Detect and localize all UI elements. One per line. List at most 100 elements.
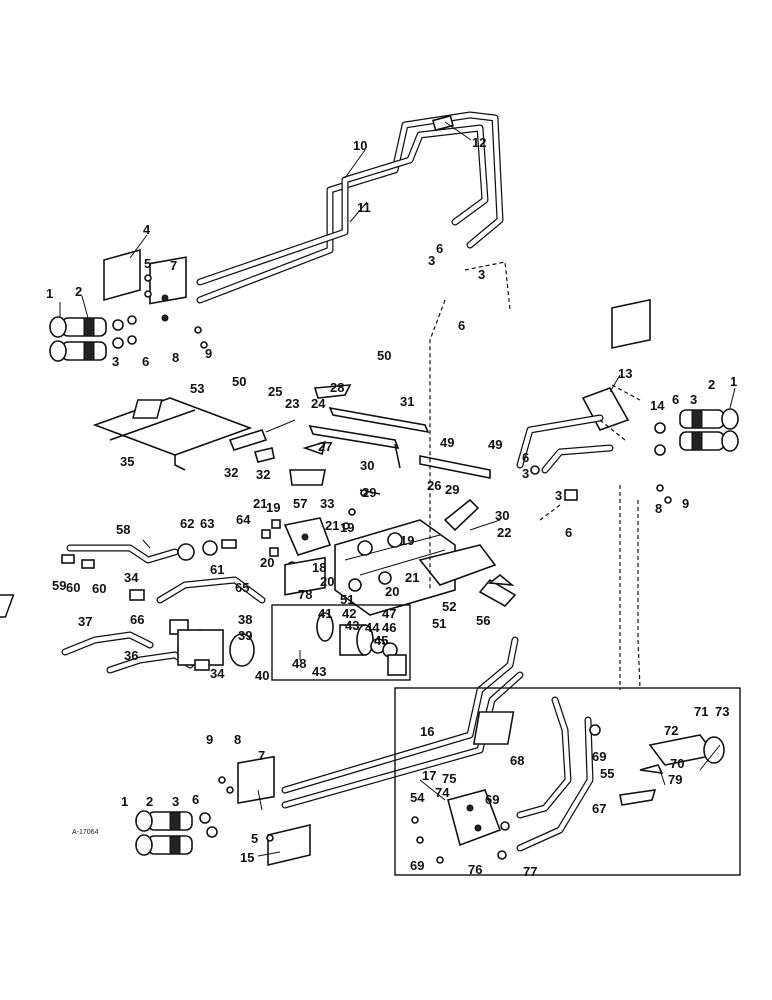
callout-33: 33 <box>320 496 334 511</box>
callout-22: 22 <box>497 525 511 540</box>
auxiliary-valve-detail-box <box>394 687 741 876</box>
callout-65: 65 <box>235 580 249 595</box>
callout-55: 55 <box>600 766 614 781</box>
callout-36: 36 <box>124 648 138 663</box>
callout-39: 39 <box>238 628 252 643</box>
callout-2: 2 <box>708 377 715 392</box>
callout-41: 41 <box>318 606 332 621</box>
callout-19: 19 <box>266 500 280 515</box>
callout-51: 51 <box>340 592 354 607</box>
callout-6: 6 <box>458 318 465 333</box>
callout-20: 20 <box>260 555 274 570</box>
callout-43: 43 <box>345 618 359 633</box>
callout-3: 3 <box>112 354 119 369</box>
callout-7: 7 <box>170 258 177 273</box>
callout-24: 24 <box>311 396 326 411</box>
callout-45: 45 <box>374 633 388 648</box>
callout-6: 6 <box>192 792 199 807</box>
callout-18: 18 <box>312 560 326 575</box>
callout-3: 3 <box>478 267 485 282</box>
callout-56: 56 <box>476 613 490 628</box>
callout-13: 13 <box>618 366 632 381</box>
callout-50: 50 <box>232 374 246 389</box>
callout-21: 21 <box>253 496 267 511</box>
callout-8: 8 <box>655 501 662 516</box>
callout-66: 66 <box>130 612 144 627</box>
callout-32: 32 <box>256 467 270 482</box>
drawing-code: A-17064 <box>72 829 99 836</box>
callout-63: 63 <box>200 516 214 531</box>
callout-6: 6 <box>142 354 149 369</box>
callout-47: 47 <box>382 606 396 621</box>
callout-30: 30 <box>360 458 374 473</box>
callout-48: 48 <box>292 656 306 671</box>
callout-6: 6 <box>436 241 443 256</box>
callout-25: 25 <box>268 384 282 399</box>
callout-52: 52 <box>442 599 456 614</box>
callout-6: 6 <box>565 525 572 540</box>
left-hose-group <box>0 539 266 674</box>
callout-38: 38 <box>238 612 252 627</box>
callout-8: 8 <box>234 732 241 747</box>
callout-53: 53 <box>190 381 204 396</box>
callout-3: 3 <box>172 794 179 809</box>
callout-57: 57 <box>293 496 307 511</box>
callout-37: 37 <box>78 614 92 629</box>
callout-40: 40 <box>255 668 269 683</box>
callout-71: 71 <box>694 704 708 719</box>
callout-50: 50 <box>377 348 391 363</box>
callout-49: 49 <box>440 435 454 450</box>
callout-60: 60 <box>66 580 80 595</box>
callout-34: 34 <box>210 666 225 681</box>
callout-19: 19 <box>340 520 354 535</box>
callout-62: 62 <box>180 516 194 531</box>
upper-left-coupler-group <box>49 248 208 362</box>
callout-72: 72 <box>664 723 678 738</box>
callout-29: 29 <box>445 482 459 497</box>
callout-9: 9 <box>205 346 212 361</box>
callout-29: 29 <box>362 485 376 500</box>
callout-16: 16 <box>420 724 434 739</box>
callout-69: 69 <box>592 749 606 764</box>
callout-6: 6 <box>522 450 529 465</box>
callout-54: 54 <box>410 790 425 805</box>
callout-73: 73 <box>715 704 729 719</box>
callout-3: 3 <box>522 466 529 481</box>
callout-49: 49 <box>488 437 502 452</box>
callout-5: 5 <box>144 256 151 271</box>
callout-1: 1 <box>46 286 53 301</box>
callout-20: 20 <box>385 584 399 599</box>
callout-8: 8 <box>172 350 179 365</box>
callout-1: 1 <box>730 374 737 389</box>
callout-4: 4 <box>143 222 151 237</box>
callout-labels: 12 10 11 4 7 5 1 2 3 6 8 9 6 3 3 6 50 53… <box>46 135 737 879</box>
dashed-connection-lines <box>429 261 641 690</box>
callout-68: 68 <box>510 753 524 768</box>
callout-7: 7 <box>258 748 265 763</box>
callout-2: 2 <box>75 284 82 299</box>
control-valve-assembly <box>261 489 517 616</box>
callout-67: 67 <box>592 801 606 816</box>
callout-74: 74 <box>435 785 450 800</box>
callout-34: 34 <box>124 570 139 585</box>
callout-77: 77 <box>523 864 537 879</box>
callout-59: 59 <box>52 578 66 593</box>
callout-17: 17 <box>422 768 436 783</box>
callout-31: 31 <box>400 394 414 409</box>
callout-5: 5 <box>251 831 258 846</box>
callout-2: 2 <box>146 794 153 809</box>
lower-left-coupler-group <box>135 755 311 867</box>
callout-26: 26 <box>427 478 441 493</box>
callout-27: 27 <box>318 439 332 454</box>
callout-69: 69 <box>410 858 424 873</box>
callout-61: 61 <box>210 562 224 577</box>
callout-35: 35 <box>120 454 134 469</box>
callout-19: 19 <box>400 533 414 548</box>
callout-1: 1 <box>121 794 128 809</box>
callout-46: 46 <box>382 620 396 635</box>
callout-6: 6 <box>672 392 679 407</box>
callout-75: 75 <box>442 771 456 786</box>
callout-3: 3 <box>555 488 562 503</box>
callout-12: 12 <box>472 135 486 150</box>
callout-43: 43 <box>312 664 326 679</box>
